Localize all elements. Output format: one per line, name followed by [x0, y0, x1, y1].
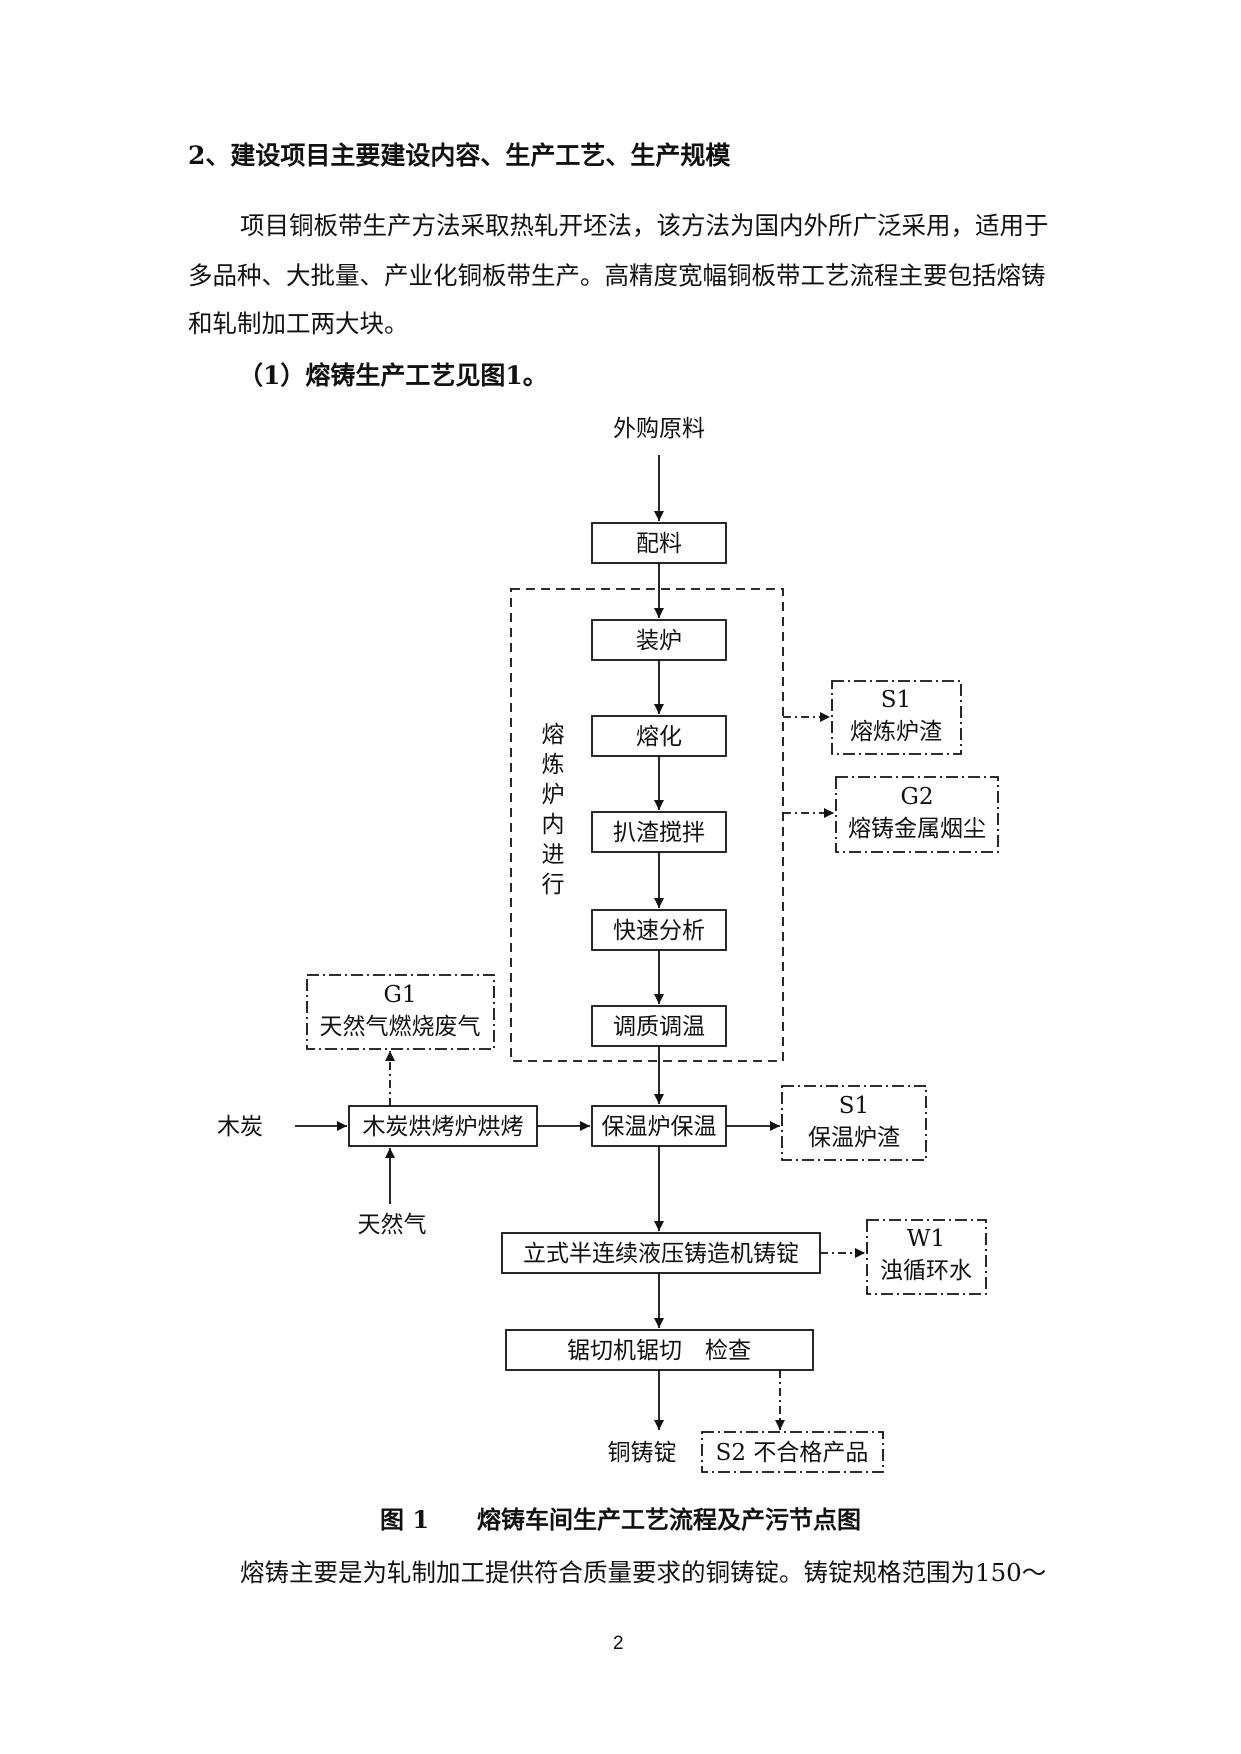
figure-caption: 图 1 熔铸车间生产工艺流程及产污节点图	[380, 1505, 862, 1534]
w1-water-box	[866, 1219, 987, 1295]
casting-label: 立式半连续液压铸造机铸锭	[523, 1241, 799, 1267]
g1-name: 天然气燃烧废气	[320, 1014, 481, 1040]
melting-label: 熔化	[636, 724, 682, 750]
raw-material-label: 外购原料	[613, 416, 705, 442]
closing-line: 熔铸主要是为轧制加工提供符合质量要求的铜铸锭。铸锭规格范围为150～	[240, 1558, 1047, 1587]
intro-line-3: 和轧制加工两大块。	[188, 309, 409, 338]
w1-name: 浊循环水	[880, 1258, 972, 1284]
subheading: （1）熔铸生产工艺见图1。	[238, 361, 548, 390]
furnace-group-box	[510, 588, 784, 1062]
batching-label: 配料	[636, 531, 682, 557]
section-heading: 2、建设项目主要建设内容、生产工艺、生产规模	[188, 141, 731, 170]
intro-line-1: 项目铜板带生产方法采取热轧开坯法，该方法为国内外所广泛采用，适用于	[240, 211, 1049, 240]
furnace-group-char-1: 熔	[542, 722, 565, 748]
s2-reject-box	[701, 1431, 884, 1473]
s1-furnace-name: 熔炼炉渣	[850, 719, 942, 745]
holding-label: 保温炉保温	[602, 1114, 717, 1140]
g2-name: 熔铸金属烟尘	[848, 816, 986, 842]
g2-metal-fume-box	[835, 776, 999, 853]
s1-furnace-code: S1	[881, 687, 911, 713]
furnace-group-char-5: 进	[542, 842, 565, 868]
natural-gas-label: 天然气	[358, 1212, 427, 1238]
copper-ingot-label: 铜铸锭	[608, 1440, 677, 1466]
g1-code: G1	[383, 982, 416, 1008]
charging-label: 装炉	[636, 628, 682, 654]
rapid-analysis-label: 快速分析	[613, 918, 705, 944]
s1-holding-code: S1	[839, 1093, 869, 1119]
page-number: 2	[613, 1633, 624, 1654]
intro-line-2: 多品种、大批量、产业化铜板带生产。高精度宽幅铜板带工艺流程主要包括熔铸	[188, 261, 1046, 290]
s1-holding-slag-box	[781, 1085, 927, 1161]
furnace-group-char-6: 行	[542, 872, 565, 898]
s1-furnace-slag-box	[831, 680, 962, 755]
slag-stirring-label: 扒渣搅拌	[613, 820, 705, 846]
g1-exhaust-box	[306, 974, 495, 1050]
furnace-group-char-2: 炼	[542, 752, 565, 778]
charcoal-label: 木炭	[217, 1114, 263, 1140]
s2-label: S2 不合格产品	[716, 1440, 869, 1466]
s1-holding-name: 保温炉渣	[808, 1125, 900, 1151]
charcoal-baking-label: 木炭烘烤炉烘烤	[363, 1114, 524, 1140]
quality-temp-label: 调质调温	[613, 1014, 705, 1040]
furnace-group-char-4: 内	[542, 812, 565, 838]
w1-code: W1	[907, 1226, 945, 1252]
sawing-label: 锯切机锯切 检查	[567, 1338, 751, 1364]
g2-code: G2	[900, 784, 933, 810]
furnace-group-char-3: 炉	[542, 782, 565, 808]
